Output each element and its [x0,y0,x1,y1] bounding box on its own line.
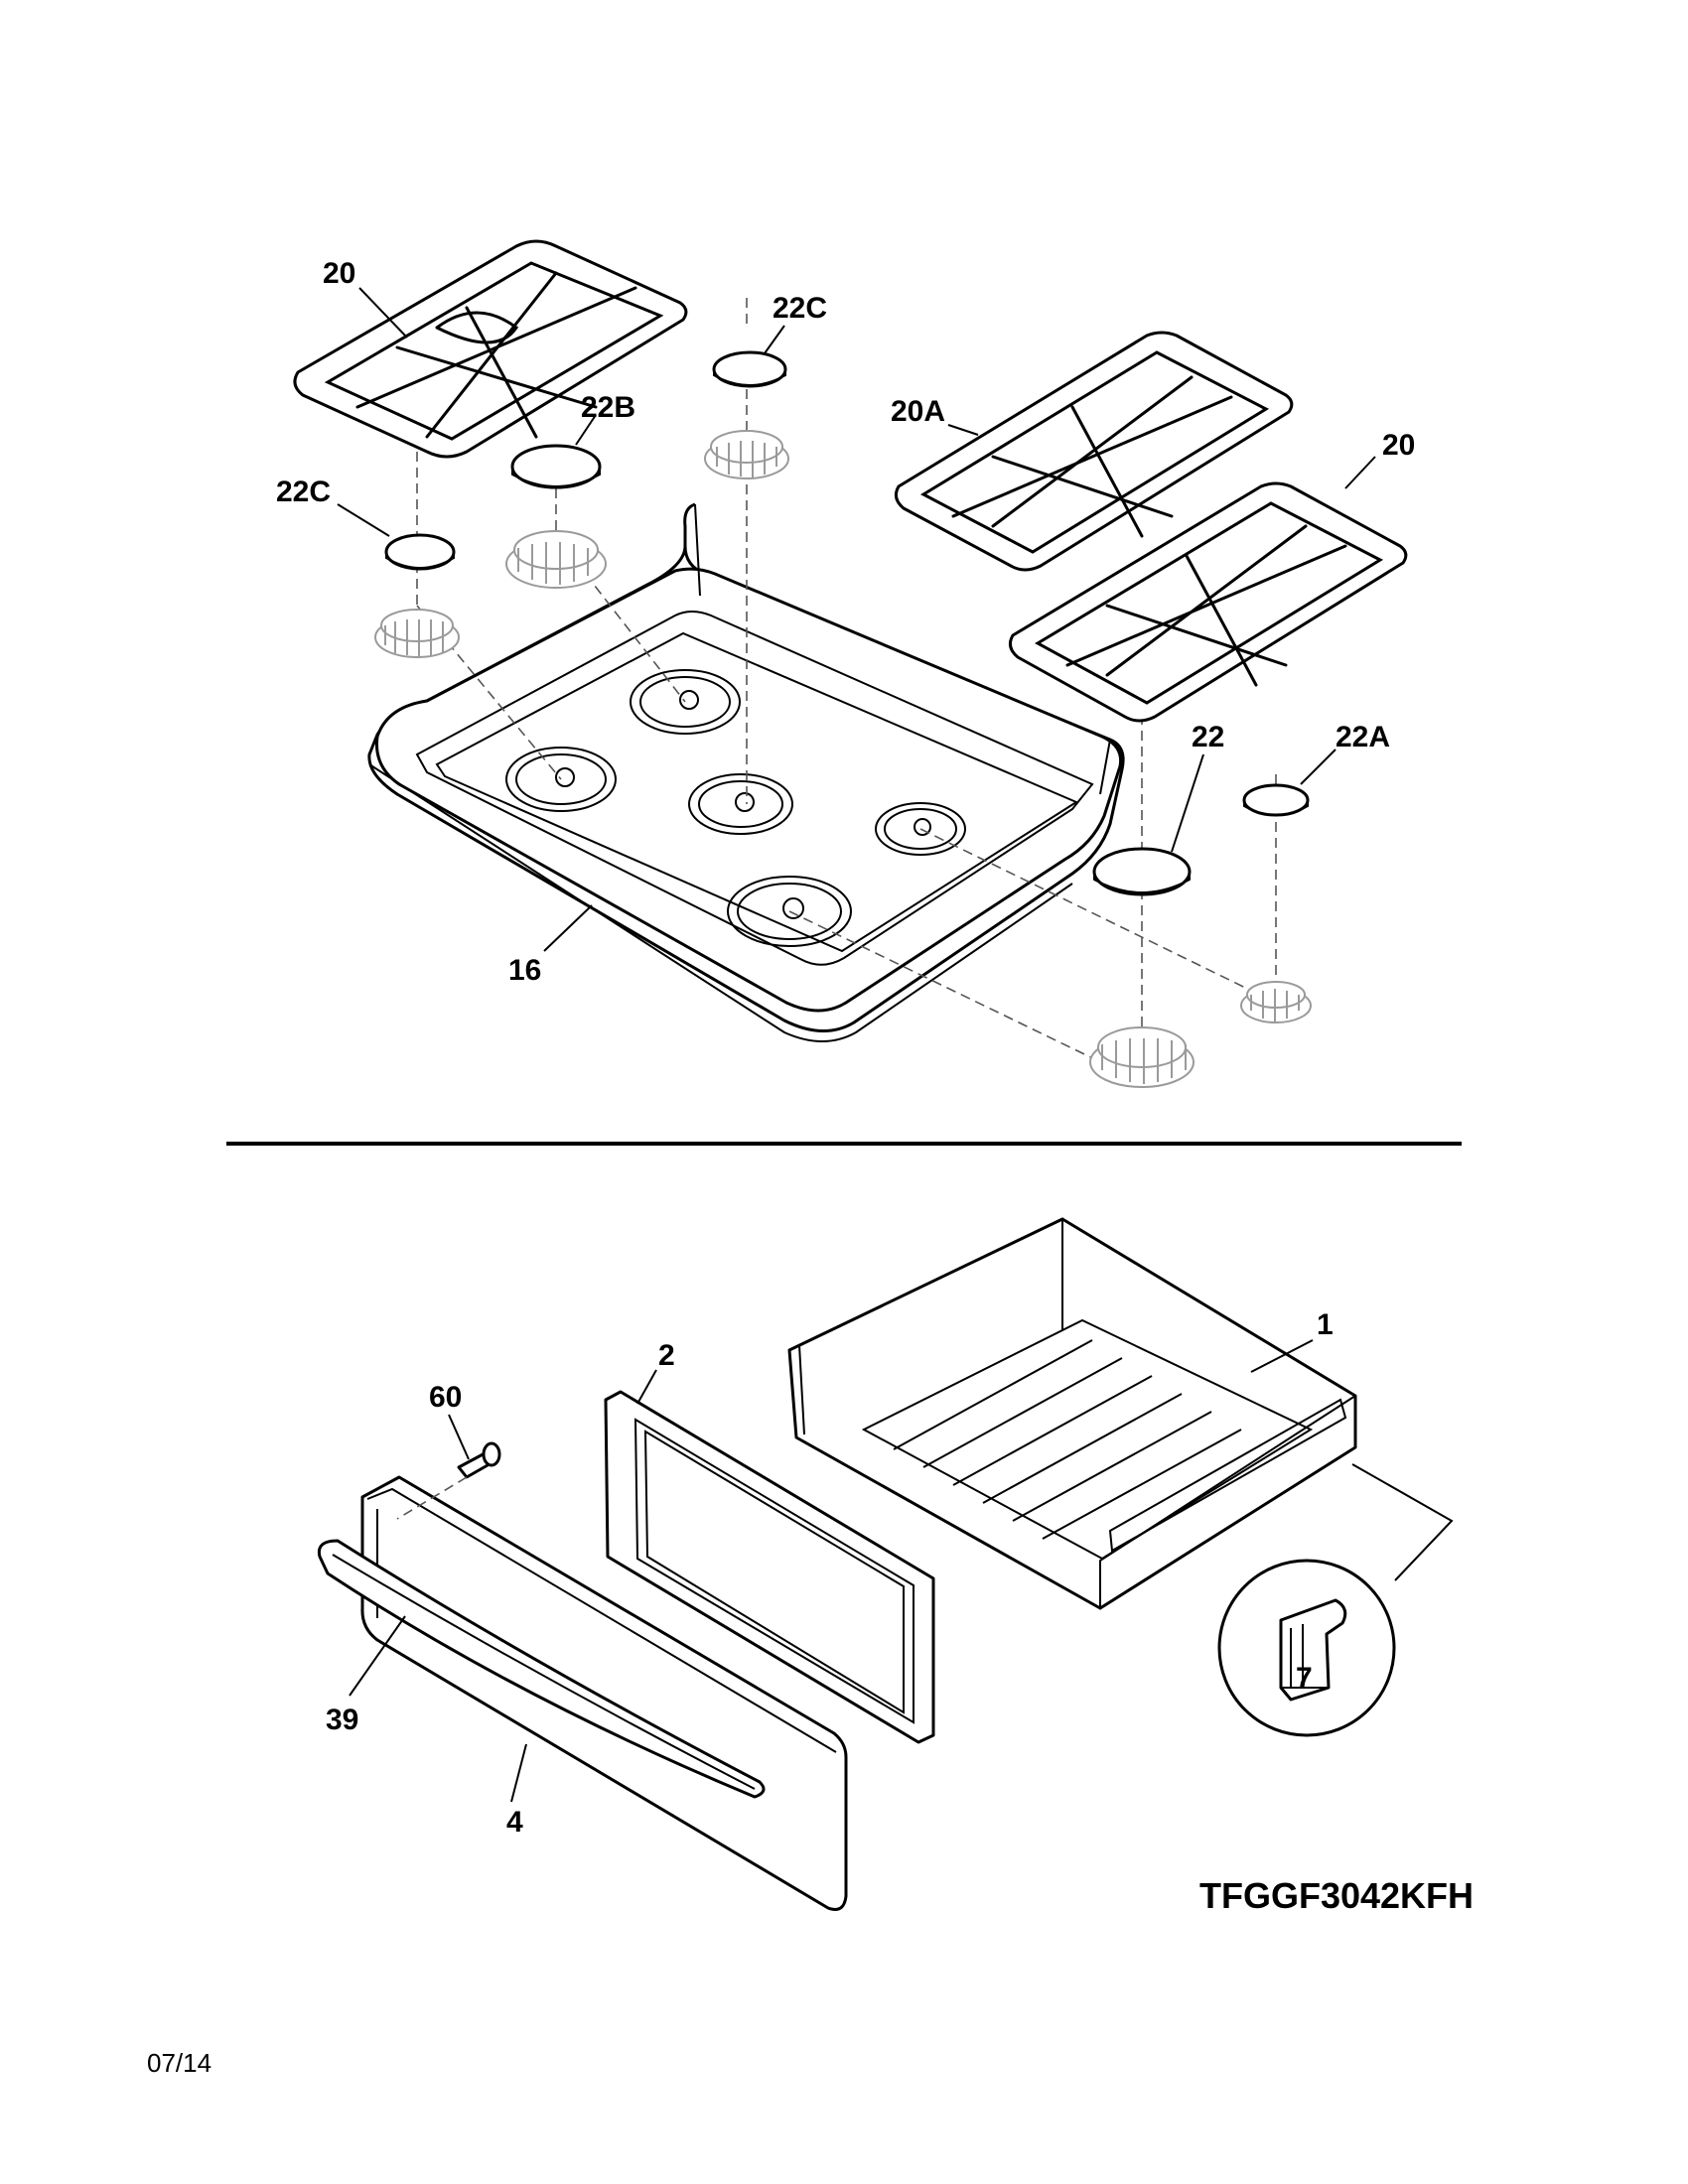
callout-22: 22 [1192,721,1224,753]
model-number: TFGGF3042KFH [1199,1875,1474,1916]
drawer-assembly: 1 2 60 39 4 7 [317,1217,1454,1911]
callout-1: 1 [1317,1308,1334,1341]
burner-base-left-rear [374,609,460,658]
callout-4: 4 [506,1806,523,1839]
callout-39: 39 [326,1704,358,1736]
callout-labels-top: 20 22B 22C 22C 20A 20 22 22A 16 [276,257,1415,987]
burner-caps [384,350,1310,896]
screw [396,1441,501,1520]
burner-base-right-rear [1240,981,1312,1024]
burner-bases [374,430,1312,1088]
callout-60: 60 [429,1381,462,1414]
drawer-handle [317,1539,766,1799]
callout-16: 16 [508,954,541,987]
callout-leaders-bottom [349,1339,1314,1803]
cap-22a [1242,783,1310,817]
drawer-inner-panel [604,1390,935,1744]
callout-7: 7 [1296,1662,1313,1695]
cap-22 [1092,847,1192,896]
burner-base-right-front [1089,1026,1195,1088]
revision-date: 07/14 [147,2048,211,2078]
clip-detail [1217,1463,1454,1737]
cooktop-main-top [367,502,1125,1042]
callout-labels-bottom: 1 2 60 39 4 7 [326,1308,1334,1839]
cap-22c-left [384,533,456,571]
cap-22c-center [712,350,787,388]
cap-22b [510,444,602,489]
grate-20-right [1008,481,1408,723]
drawer-body [787,1217,1357,1610]
drawer-front [360,1475,848,1911]
callout-20-right: 20 [1382,429,1415,462]
callout-leaders-top [337,287,1376,952]
callout-20-left: 20 [323,257,355,290]
grate-20a [894,331,1294,572]
burner-base-center-rear [704,430,789,479]
callout-22b: 22B [581,391,635,424]
burner-base-left-mid [505,530,607,589]
grate-20-left [293,239,688,459]
callout-22a: 22A [1336,721,1390,753]
callout-2: 2 [658,1339,675,1372]
cooktop-assembly: 20 22B 22C 22C 20A 20 22 22A 16 [276,239,1415,1088]
burner-orifice-icons [555,690,931,919]
callout-22c-center: 22C [773,292,827,325]
callout-22c-left: 22C [276,476,331,508]
callout-20a: 20A [891,395,945,428]
